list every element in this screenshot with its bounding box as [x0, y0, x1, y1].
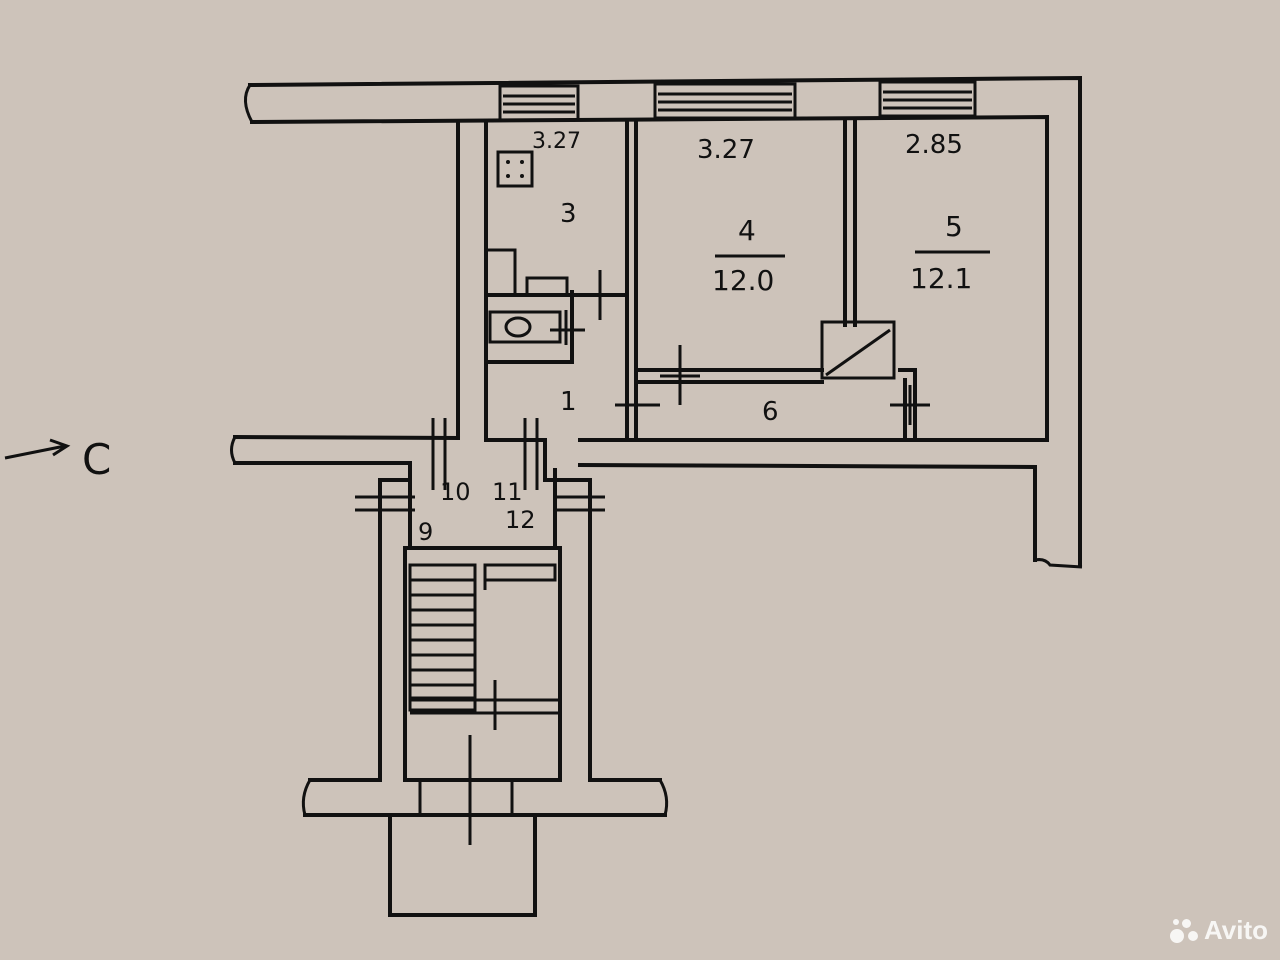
room-9-number: 9 [418, 518, 433, 546]
compass-label: C [82, 435, 111, 484]
sink-icon [525, 276, 569, 297]
window-room-3 [498, 84, 580, 122]
kitchen-fixtures [488, 150, 569, 344]
window-room-4 [653, 82, 797, 120]
room-6-number: 6 [762, 397, 779, 427]
room-12-number: 12 [505, 506, 536, 534]
room-5-area: 12.1 [910, 262, 972, 295]
room-4-area: 12.0 [712, 264, 774, 297]
stairwell [378, 438, 592, 845]
room-5-number: 5 [945, 210, 963, 243]
avito-watermark: Avito [1169, 915, 1268, 946]
room-5-height: 2.85 [905, 130, 963, 160]
room-labels: 3.27 3 3.27 4 12.0 2.85 5 12.1 1 6 10 11… [418, 129, 990, 546]
closet [820, 320, 896, 380]
room-11-number: 11 [492, 478, 523, 506]
room-4-height: 3.27 [697, 135, 755, 165]
toilet-icon [504, 316, 532, 338]
watermark-text: Avito [1203, 915, 1268, 945]
door-marks [355, 270, 930, 512]
room-3-height: 3.27 [532, 129, 581, 154]
entrance [301, 778, 669, 917]
room-3-number: 3 [560, 199, 577, 229]
north-arrow: C [4, 435, 111, 484]
bathtub-icon [488, 310, 562, 344]
room-4-number: 4 [738, 214, 756, 247]
room-10-number: 10 [440, 478, 471, 506]
window-room-5 [878, 80, 977, 118]
windows [498, 80, 977, 122]
stove-icon [496, 150, 534, 188]
interior-walls [456, 120, 917, 442]
avito-dots-icon [1169, 917, 1198, 945]
room-1-number: 1 [560, 387, 577, 417]
arrow-icon [4, 444, 66, 460]
